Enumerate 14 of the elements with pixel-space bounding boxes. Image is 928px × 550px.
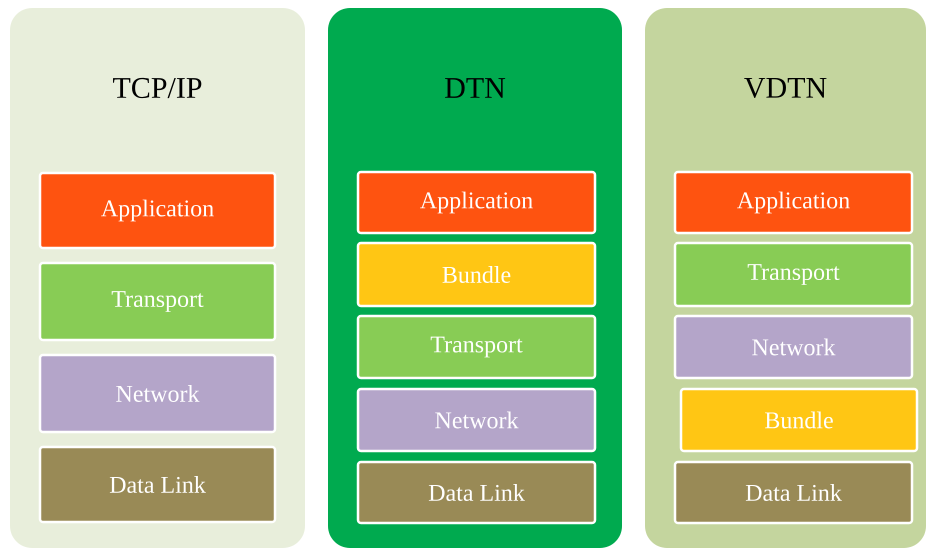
layer-box: Data Link [38,446,276,524]
layer-box: Application [356,170,596,234]
layer-box: Transport [674,242,914,308]
layer-box: Transport [38,262,276,342]
layer-box: Bundle [356,242,596,308]
layer-box: Transport [356,314,596,380]
layer-box: Data Link [356,460,596,524]
layer-box: Network [38,354,276,434]
layer-box: Network [674,314,914,380]
layer-box: Data Link [674,460,914,524]
layer-box: Application [674,170,914,234]
layer-box: Bundle [680,388,918,452]
layer-box: Network [356,388,596,452]
layer-box: Application [38,172,276,250]
